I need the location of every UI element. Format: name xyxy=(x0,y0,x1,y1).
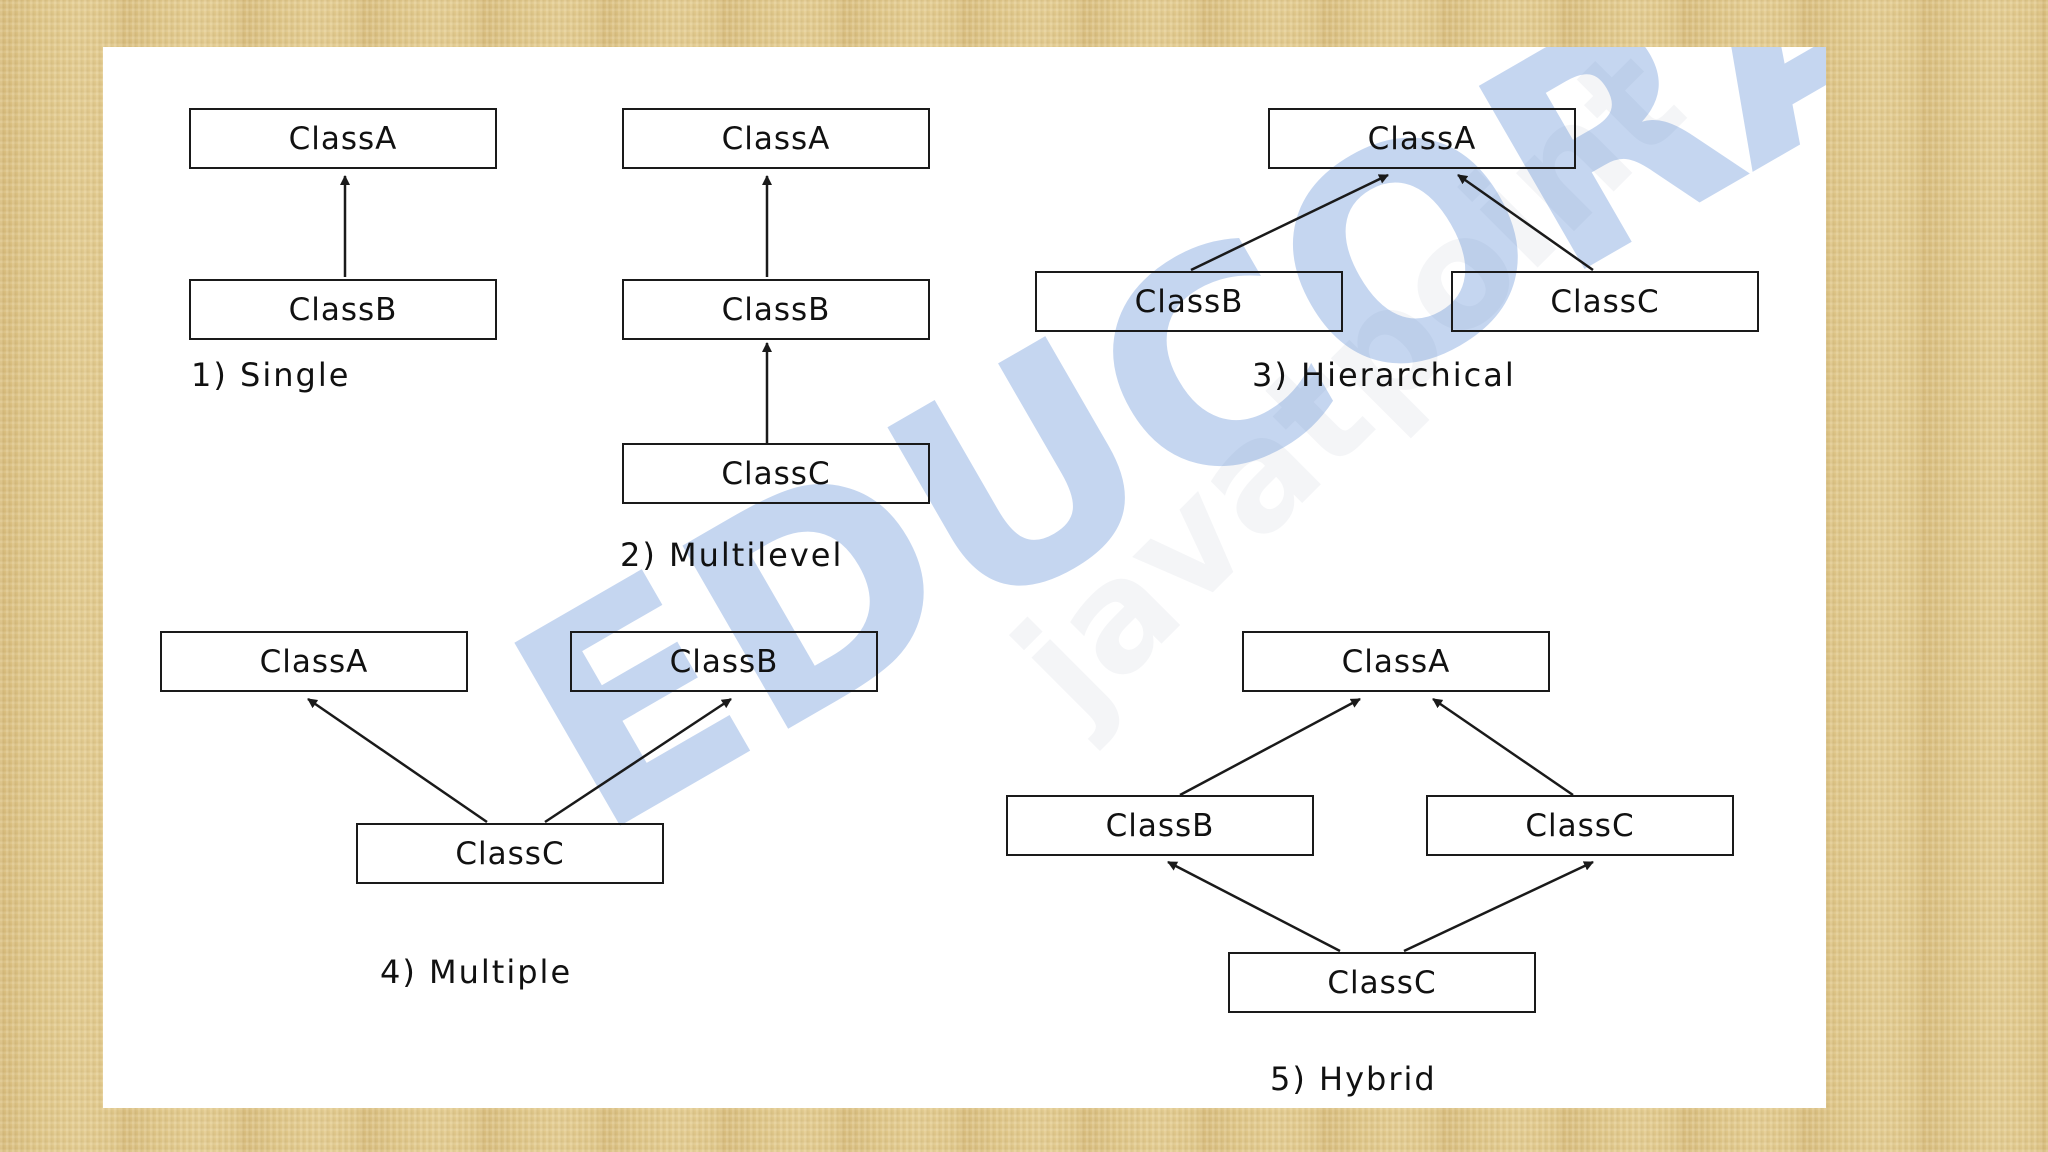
multilevel-classa-box: ClassA xyxy=(622,108,930,169)
multilevel-classc-box: ClassC xyxy=(622,443,930,504)
multiple-classc-box: ClassC xyxy=(356,823,664,884)
hybrid-classa-box: ClassA xyxy=(1242,631,1550,692)
arrow-hierarchical-c-to-a xyxy=(1457,173,1594,272)
hybrid-caption: 5) Hybrid xyxy=(1270,1060,1437,1098)
diagram-panel: javatpoint EDUCORAPP ClassA ClassB 1) Si… xyxy=(103,47,1826,1108)
hierarchical-classc-box: ClassC xyxy=(1451,271,1759,332)
inheritance-arrows xyxy=(307,173,1594,953)
multiple-caption: 4) Multiple xyxy=(380,953,573,991)
hierarchical-classb-box: ClassB xyxy=(1035,271,1343,332)
multilevel-caption: 2) Multilevel xyxy=(620,536,844,574)
arrow-hybrid-cmid-to-a xyxy=(1432,697,1574,797)
arrow-hybrid-cbottom-to-b xyxy=(1167,860,1341,953)
hybrid-classc-mid-box: ClassC xyxy=(1426,795,1734,856)
multilevel-classb-box: ClassB xyxy=(622,279,930,340)
hierarchical-classa-box: ClassA xyxy=(1268,108,1576,169)
hybrid-classb-box: ClassB xyxy=(1006,795,1314,856)
single-classa-box: ClassA xyxy=(189,108,497,169)
arrow-multiple-c-to-a xyxy=(307,697,488,824)
hybrid-classc-bottom-box: ClassC xyxy=(1228,952,1536,1013)
hierarchical-caption: 3) Hierarchical xyxy=(1252,356,1516,394)
arrow-hierarchical-b-to-a xyxy=(1190,173,1389,272)
multiple-classb-box: ClassB xyxy=(570,631,878,692)
arrow-multiple-c-to-b xyxy=(544,697,732,824)
arrow-hybrid-b-to-a xyxy=(1179,697,1361,797)
single-caption: 1) Single xyxy=(191,356,351,394)
arrow-hybrid-cbottom-to-cmid xyxy=(1403,860,1594,953)
multiple-classa-box: ClassA xyxy=(160,631,468,692)
single-classb-box: ClassB xyxy=(189,279,497,340)
